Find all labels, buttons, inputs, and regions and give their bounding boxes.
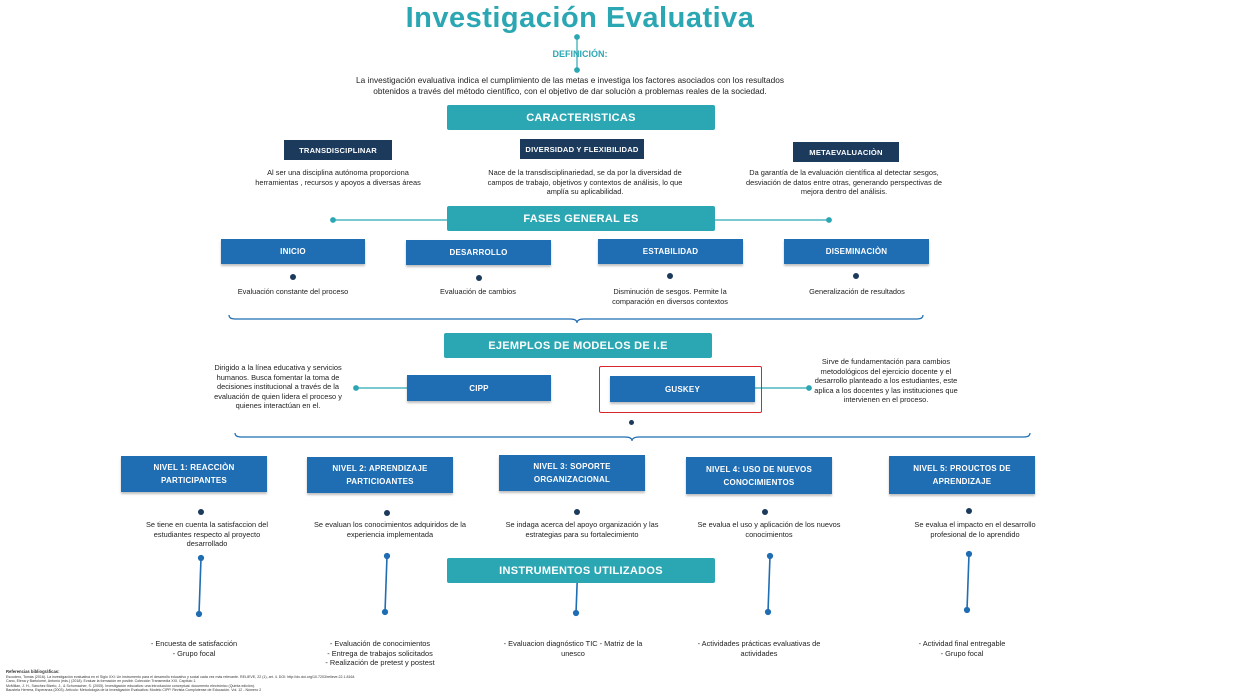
instruments-header: INSTRUMENTOS UTILIZADOS [447, 558, 715, 583]
characteristic-metaevaluacion: METAEVALUACIÒN [793, 142, 899, 162]
phase-dot [853, 273, 859, 279]
phase-diseminacion: DISEMINACIÒN [784, 239, 929, 264]
level-4-desc: Se evalua el uso y aplicación de los nue… [697, 520, 841, 539]
page-title: Investigación Evaluativa [405, 2, 755, 34]
model-cipp-desc: Dirigido a la línea educativa y servicio… [214, 363, 342, 411]
phase-inicio: INICIO [221, 239, 365, 264]
model-cipp: CIPP [407, 375, 551, 401]
models-header: EJEMPLOS DE MODELOS DE I.E [444, 333, 712, 358]
level-2-desc: Se evaluan los conocimientos adquiridos … [313, 520, 466, 539]
phase-estabilidad: ESTABILIDAD [598, 239, 743, 264]
level-3-instruments: - Evaluacion diagnóstico TIC - Matriz de… [503, 639, 643, 658]
definition-text: La investigación evaluativa indica el cu… [356, 75, 784, 96]
characteristic-diversidad-desc: Nace de la transdisciplinariedad, se da … [487, 168, 683, 197]
level-3-desc: Se indaga acerca del apoyo organización … [505, 520, 659, 539]
model-guskey: GUSKEY [610, 376, 755, 402]
level-dot [384, 510, 390, 516]
references: Referencias bibliográficas: Escudero, To… [6, 669, 355, 693]
level-dot [966, 508, 972, 514]
model-guskey-desc: Sirve de fundamentación para cambios met… [814, 357, 958, 405]
characteristic-transdisciplinar: TRANSDISCIPLINAR [284, 140, 392, 160]
phase-dot [290, 274, 296, 280]
level-dot [574, 509, 580, 515]
phase-diseminacion-desc: Generalización de resultados [809, 287, 905, 296]
characteristics-header: CARACTERISTICAS [447, 105, 715, 130]
phases-header: FASES GENERAL ES [447, 206, 715, 231]
characteristic-diversidad: DIVERSIDAD Y FLEXIBILIDAD [520, 139, 644, 159]
level-dot [762, 509, 768, 515]
level-1-instruments: - Encuesta de satisfacción- Grupo focal [150, 639, 238, 658]
guskey-highlight [599, 366, 762, 413]
definition-label: DEFINICIÓN: [552, 49, 608, 59]
phase-dot [667, 273, 673, 279]
characteristic-transdisciplinar-desc: Al ser una disciplina autónoma proporcio… [255, 168, 421, 187]
models-dot [629, 420, 634, 425]
level-dot [198, 509, 204, 515]
phase-desarrollo: DESARROLLO [406, 240, 551, 265]
level-5-desc: Se evalua el impacto en el desarrollo pr… [914, 520, 1036, 539]
characteristic-metaevaluacion-desc: Da garantía de la evaluación científica … [746, 168, 942, 197]
level-1-desc: Se tiene en cuenta la satisfaccion del e… [145, 520, 269, 549]
phase-dot [476, 275, 482, 281]
level-2-instruments: - Evaluación de conocimientos- Entrega d… [325, 639, 435, 668]
phase-desarrollo-desc: Evaluación de cambios [439, 287, 516, 296]
phase-inicio-desc: Evaluación constante del proceso [237, 287, 349, 296]
level-5-instruments: - Actividad final entregable- Grupo foca… [918, 639, 1006, 658]
phase-estabilidad-desc: Disminución de sesgos. Permite la compar… [612, 287, 728, 306]
